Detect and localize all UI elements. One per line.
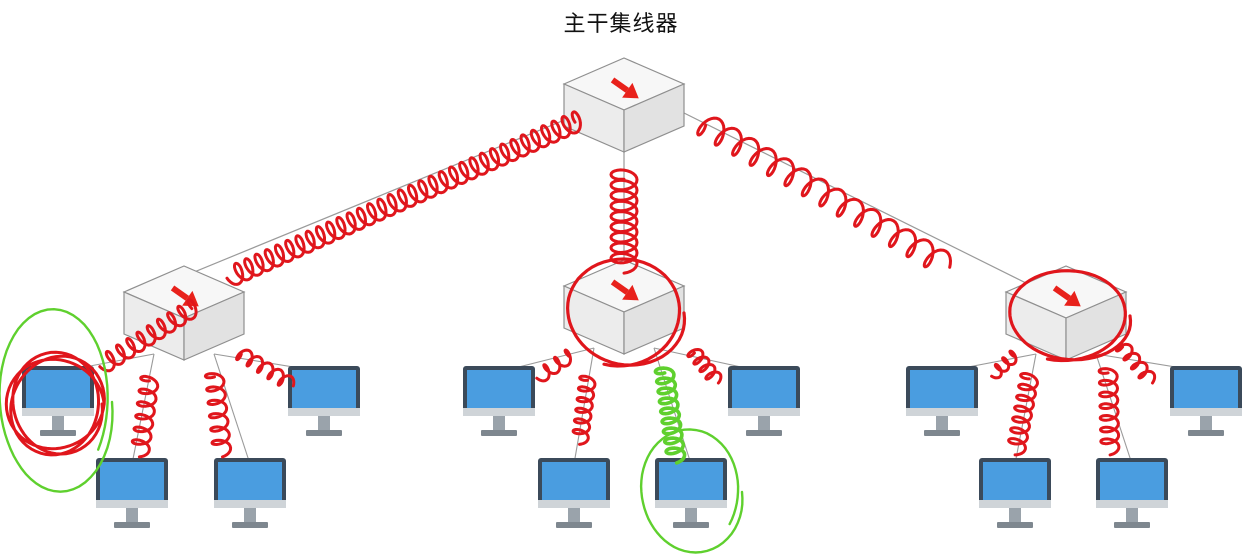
monitor-base (997, 522, 1033, 528)
annotation-green-circle-center-pc (639, 428, 744, 554)
hub-right (1004, 265, 1128, 361)
monitor-base (40, 430, 76, 436)
annotation-circle-right-hub (1008, 269, 1133, 363)
monitor-chin (22, 408, 94, 416)
hub-center (562, 259, 686, 355)
monitor-neck (568, 508, 580, 522)
monitor-chin (728, 408, 800, 416)
access-link (573, 347, 595, 465)
annotation-coil-backbone-right (696, 116, 952, 269)
monitor-base (746, 430, 782, 436)
monitor-screen (659, 462, 723, 500)
monitor-screen (542, 462, 606, 500)
monitor-chin (906, 408, 978, 416)
monitor-base (556, 522, 592, 528)
hub-arrow-icon (610, 279, 639, 301)
annotation-coil-backbone-left (225, 110, 582, 286)
monitor-base (673, 522, 709, 528)
hub-arrow-icon (610, 77, 639, 99)
annotation-coil-center-pc7 (571, 374, 597, 446)
monitor-chin (463, 408, 535, 416)
monitor-screen (732, 370, 796, 408)
computer-9 (906, 366, 978, 436)
computer-5 (463, 366, 535, 436)
access-link (213, 353, 251, 465)
monitor-base (1188, 430, 1224, 436)
monitor-base (114, 522, 150, 528)
monitor-chin (1170, 408, 1242, 416)
annotation-coil-right-pc11 (1007, 372, 1039, 457)
monitor-screen (1100, 462, 1164, 500)
monitor-neck (318, 416, 330, 430)
monitor-chin (979, 500, 1051, 508)
annotation-coil-right-pc10 (1114, 342, 1157, 385)
monitor-screen (26, 370, 90, 408)
monitor-neck (1009, 508, 1021, 522)
monitor-screen (467, 370, 531, 408)
monitor-neck (685, 508, 697, 522)
nodes-layer (22, 57, 1242, 528)
monitor-chin (96, 500, 168, 508)
annotation-coil-center-pc6 (686, 348, 723, 385)
monitor-screen (100, 462, 164, 500)
hub-backbone (562, 57, 686, 153)
monitor-chin (1096, 500, 1168, 508)
monitor-screen (1174, 370, 1238, 408)
computer-2 (288, 366, 360, 436)
access-link (131, 353, 155, 465)
hub-right-face (623, 83, 685, 153)
annotation-green-circle-left-pc (0, 307, 114, 493)
annotation-coil-backbone-center (609, 168, 639, 275)
monitor-base (924, 430, 960, 436)
annotation-coil-left-pc3 (130, 374, 160, 459)
monitor-chin (655, 500, 727, 508)
monitor-neck (758, 416, 770, 430)
monitor-chin (214, 500, 286, 508)
computer-7 (538, 458, 610, 528)
computer-10 (1170, 366, 1242, 436)
computer-3 (96, 458, 168, 528)
computer-6 (728, 366, 800, 436)
backbone-link-left (125, 111, 585, 301)
monitor-screen (292, 370, 356, 408)
monitor-neck (244, 508, 256, 522)
monitor-screen (218, 462, 282, 500)
monitor-screen (910, 370, 974, 408)
monitor-screen (983, 462, 1047, 500)
hub-left (122, 265, 246, 361)
computer-1 (22, 366, 94, 436)
computer-11 (979, 458, 1051, 528)
annotation-circle-center-hub (565, 257, 687, 368)
backbone-hub-label: 主干集线器 (563, 12, 679, 37)
annotation-circle-left-pc (4, 350, 106, 457)
annotation-coil-left-pc4 (203, 372, 233, 459)
hub-arrow-icon (1052, 285, 1081, 307)
monitor-neck (1126, 508, 1138, 522)
hub-right-face (183, 291, 245, 361)
monitor-neck (493, 416, 505, 430)
annotation-coil-right-pc12 (1097, 367, 1121, 457)
monitor-neck (1200, 416, 1212, 430)
monitor-base (1114, 522, 1150, 528)
monitor-chin (538, 500, 610, 508)
computer-8 (655, 458, 727, 528)
monitor-base (306, 430, 342, 436)
monitor-chin (288, 408, 360, 416)
annotations-layer (0, 110, 1157, 554)
annotation-coil-left-pc2 (235, 348, 296, 388)
monitor-base (481, 430, 517, 436)
annotation-coil-center-pc5 (535, 348, 572, 383)
monitor-neck (936, 416, 948, 430)
monitor-base (232, 522, 268, 528)
annotation-coil-right-pc9 (990, 349, 1018, 380)
monitor-neck (126, 508, 138, 522)
computer-12 (1096, 458, 1168, 528)
annotation-coil-left-hub-pc1 (98, 298, 198, 373)
computer-4 (214, 458, 286, 528)
annotation-green-coil-center (653, 366, 687, 465)
monitor-neck (52, 416, 64, 430)
